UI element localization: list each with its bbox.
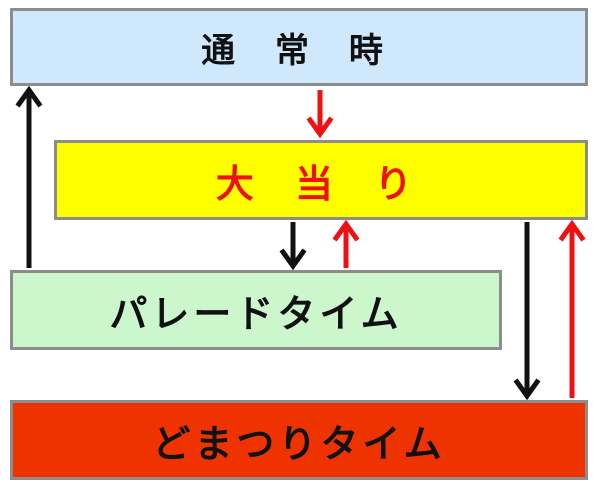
arrow-domatsuri-to-jackpot [558,219,586,398]
state-label-domatsuri-time: どまつりタイム [152,421,446,466]
arrow-parade-to-normal [15,85,43,268]
arrow-parade-to-jackpot [332,219,360,268]
state-box-normal: 通 常 時 [10,8,588,86]
state-label-parade-time: パレードタイム [109,291,403,336]
arrow-jackpot-to-parade [279,222,307,271]
arrow-normal-to-jackpot [306,90,334,139]
state-label-normal: 通 常 時 [201,30,397,71]
state-label-jackpot: 大 当 り [215,161,427,206]
arrow-jackpot-to-domatsuri [513,222,541,401]
state-box-domatsuri-time: どまつりタイム [10,400,588,480]
state-box-jackpot: 大 当 り [54,140,588,220]
state-box-parade-time: パレードタイム [10,270,502,350]
